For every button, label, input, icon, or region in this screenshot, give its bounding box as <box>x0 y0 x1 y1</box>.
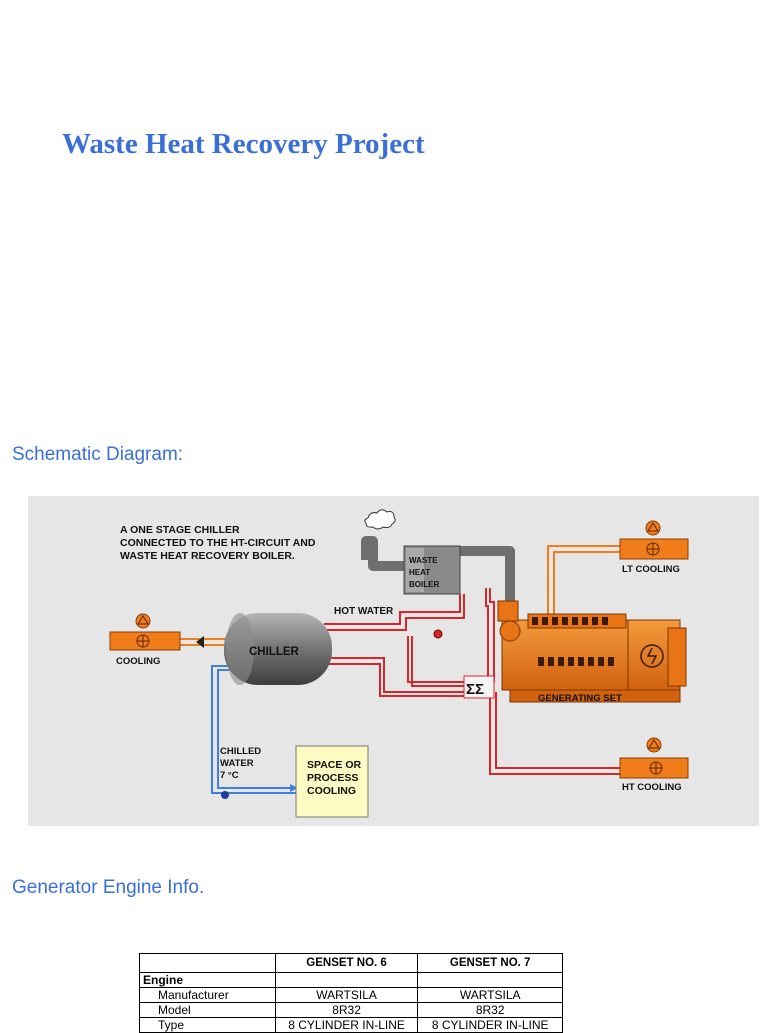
lt-cooling-unit <box>619 520 689 560</box>
hot-water-pump-icon <box>433 629 443 639</box>
steam-cloud-icon <box>364 509 396 530</box>
chilled-water-line <box>211 665 296 794</box>
heat-exchanger <box>463 675 495 699</box>
table-row: Model 8R32 8R32 <box>139 1002 563 1018</box>
generating-set <box>497 600 687 703</box>
space-cooling-box <box>295 745 369 818</box>
schematic-diagram: A ONE STAGE CHILLER CONNECTED TO THE HT-… <box>28 496 759 826</box>
row-value-genset-6: 8 CYLINDER IN-LINE <box>274 1017 419 1033</box>
chilled-water-label-2: WATER <box>220 758 254 769</box>
row-value-genset-6 <box>274 972 419 988</box>
generator-icon <box>646 647 658 665</box>
chiller-label: CHILLER <box>249 646 300 658</box>
table-header-row: GENSET NO. 6 GENSET NO. 7 <box>139 953 563 973</box>
row-value-genset-7: 8R32 <box>417 1002 563 1018</box>
chilled-water-label-1: CHILLED <box>220 746 261 757</box>
table-row: Type 8 CYLINDER IN-LINE 8 CYLINDER IN-LI… <box>139 1017 563 1033</box>
engine-info-heading: Generator Engine Info. <box>12 877 205 898</box>
cooling-label: COOLING <box>116 656 160 667</box>
heat-exchanger-icon: ΣΣ <box>466 681 484 698</box>
row-value-genset-7: WARTSILA <box>417 987 563 1003</box>
cooling-flow-arrow-icon <box>196 636 204 648</box>
space-cooling-label-2: PROCESS <box>307 772 358 784</box>
row-value-genset-6: WARTSILA <box>274 987 419 1003</box>
diagram-caption-line-3: WASTE HEAT RECOVERY BOILER. <box>120 550 295 562</box>
boiler-label-1: WASTE <box>409 556 438 565</box>
ht-cooling-label: HT COOLING <box>622 782 682 793</box>
diagram-caption-line-1: A ONE STAGE CHILLER <box>120 524 240 536</box>
row-value-genset-6: 8R32 <box>274 1002 419 1018</box>
row-label: Manufacturer <box>139 987 276 1003</box>
table-header-genset-6: GENSET NO. 6 <box>274 953 419 973</box>
boiler-label-3: BOILER <box>409 580 439 589</box>
table-row: Engine <box>139 972 563 988</box>
page-title: Waste Heat Recovery Project <box>62 128 425 160</box>
engine-info-table: GENSET NO. 6 GENSET NO. 7 Engine Manufac… <box>139 953 563 1033</box>
schematic-heading: Schematic Diagram: <box>12 444 184 465</box>
ht-cooling-unit <box>619 737 689 779</box>
space-cooling-label-3: COOLING <box>307 785 356 797</box>
engine-info-table-container: GENSET NO. 6 GENSET NO. 7 Engine Manufac… <box>139 953 563 1033</box>
hot-water-line <box>320 588 620 775</box>
row-value-genset-7 <box>417 972 563 988</box>
lt-cooling-line <box>547 545 620 616</box>
table-header-blank <box>139 953 276 973</box>
chilled-water-label-3: 7 °C <box>220 770 239 781</box>
table-header-genset-7: GENSET NO. 7 <box>417 953 563 973</box>
waste-heat-boiler <box>403 545 461 595</box>
row-label: Engine <box>139 972 276 988</box>
row-label: Model <box>139 1002 276 1018</box>
diagram-caption-line-2: CONNECTED TO THE HT-CIRCUIT AND <box>120 537 316 549</box>
row-value-genset-7: 8 CYLINDER IN-LINE <box>417 1017 563 1033</box>
chilled-water-pump-icon <box>221 791 229 799</box>
lt-cooling-label: LT COOLING <box>622 564 680 575</box>
chiller-tank <box>224 613 332 685</box>
chilled-water-arrow-icon <box>290 784 298 792</box>
exhaust-pipe <box>361 536 515 604</box>
boiler-label-2: HEAT <box>409 568 430 577</box>
generating-set-label: GENERATING SET <box>538 693 622 704</box>
cooling-unit-left <box>109 613 181 651</box>
hot-water-label: HOT WATER <box>334 606 394 617</box>
row-label: Type <box>139 1017 276 1033</box>
space-cooling-label-1: SPACE OR <box>307 759 361 771</box>
table-row: Manufacturer WARTSILA WARTSILA <box>139 987 563 1003</box>
